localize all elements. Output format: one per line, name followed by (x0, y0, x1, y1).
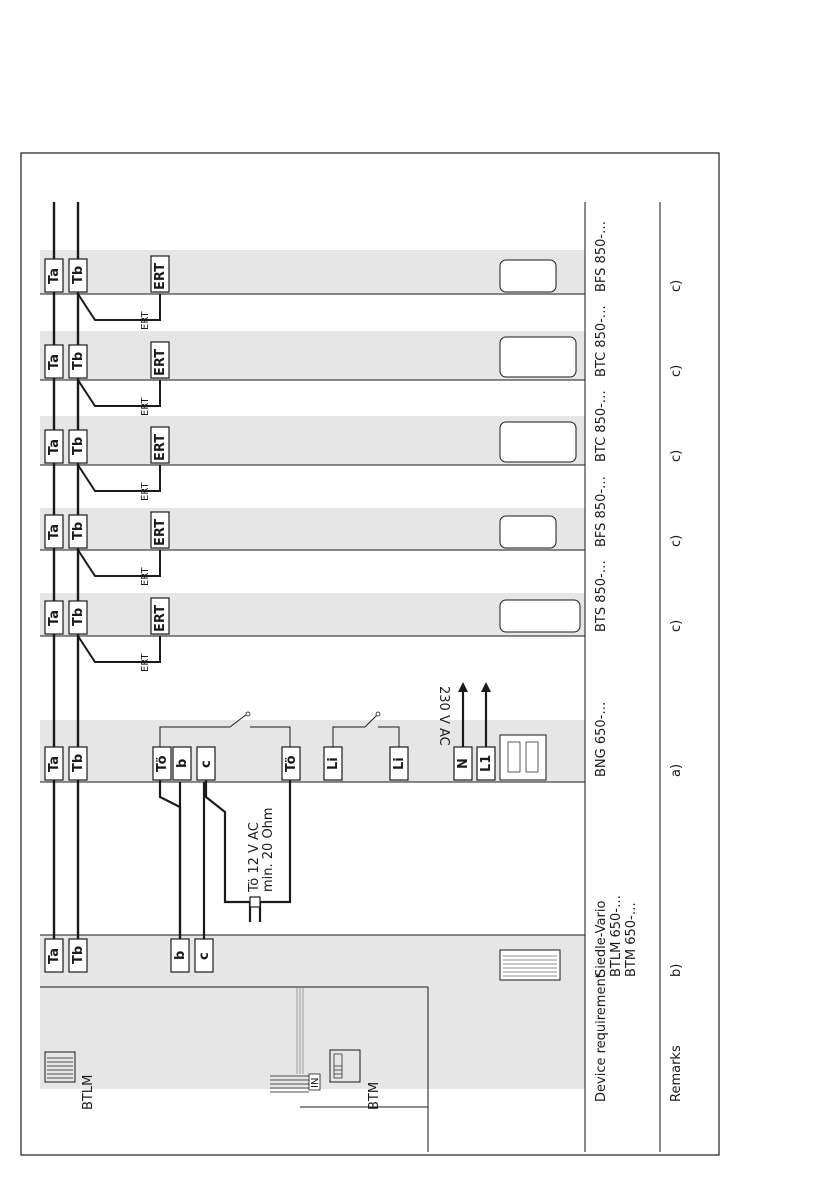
wire-to-link (160, 780, 180, 939)
col-7-remark: c) (669, 280, 684, 292)
remarks-header: Remarks (669, 1045, 684, 1102)
vario-terminal-b: b (171, 939, 189, 972)
svg-text:ERT: ERT (140, 481, 151, 501)
vario-terminal-c: c (195, 939, 213, 972)
svg-text:Ta: Ta (47, 439, 62, 455)
col-5-device-1: BTC 850-… (594, 390, 609, 462)
vario-terminal-ta: Ta (45, 939, 63, 972)
col-6-remark: c) (669, 365, 684, 377)
svg-text:N: N (456, 758, 471, 769)
svg-text:Ta: Ta (47, 524, 62, 540)
col-3-remark: c) (669, 620, 684, 632)
bng-terminal-to-1: Tö (153, 747, 171, 780)
svg-text:Tb: Tb (71, 946, 86, 964)
svg-text:Tb: Tb (71, 754, 86, 772)
svg-text:Tb: Tb (71, 266, 86, 284)
col-1-device-1: Siedle-Vario (594, 901, 609, 977)
mains-arrowhead-n (458, 682, 468, 692)
col-4-device-1: BFS 850-… (594, 476, 609, 547)
col-2-remark: a) (669, 764, 684, 777)
svg-text:Ta: Ta (47, 756, 62, 772)
svg-text:Tö: Tö (284, 755, 299, 772)
bng-device-icon (500, 735, 546, 780)
svg-text:ERT: ERT (153, 434, 168, 461)
door-opener-min-label: min. 20 Ohm (261, 807, 276, 892)
bng-terminal-c: c (197, 747, 215, 780)
bng-terminal-b: b (173, 747, 191, 780)
bng-terminal-li-2: Li (390, 747, 408, 780)
svg-text:ERT: ERT (153, 263, 168, 290)
wire-door-opener-2 (206, 780, 250, 922)
svg-text:ERT: ERT (140, 396, 151, 416)
svg-text:Tb: Tb (71, 437, 86, 455)
switch-to-contact (246, 712, 250, 716)
bng-terminal-n: N (454, 747, 472, 780)
svg-text:b: b (173, 951, 188, 960)
svg-text:c: c (199, 760, 214, 768)
svg-text:Li: Li (392, 757, 407, 770)
col-4-remark: c) (669, 535, 684, 547)
btm-label: BTM (367, 1082, 382, 1110)
bng-terminal-l1: L1 (477, 747, 495, 780)
door-opener-label: Tö 12 V AC (247, 822, 262, 893)
bng-terminal-ta: Ta (45, 747, 63, 780)
svg-text:Ta: Ta (47, 354, 62, 370)
mains-label: 230 V AC (436, 686, 451, 746)
col-6-device-1: BTC 850-… (594, 305, 609, 377)
vario-terminal-tb: Tb (69, 939, 87, 972)
svg-text:c: c (197, 952, 212, 960)
device-requirement-header: Device requirement (594, 973, 609, 1102)
col-2-device-1: BNG 650-… (594, 702, 609, 777)
col-1-remark: b) (669, 964, 684, 977)
svg-text:ERT: ERT (140, 652, 151, 672)
svg-text:ERT: ERT (140, 566, 151, 586)
column-texts: Siedle-Vario BTLM 650-… BTM 650-… b) BNG… (594, 221, 684, 977)
bng-terminal-li-1: Li (324, 747, 342, 780)
svg-text:b: b (175, 759, 190, 768)
col-5-remark: c) (669, 450, 684, 462)
svg-text:ERT: ERT (153, 519, 168, 546)
door-opener-symbol (250, 897, 260, 907)
col-1-device-3: BTM 650-… (624, 902, 639, 977)
vario-device-icon (500, 950, 560, 980)
col-3-device-1: BTS 850-… (594, 560, 609, 632)
svg-text:Ta: Ta (47, 268, 62, 284)
svg-text:Tb: Tb (71, 522, 86, 540)
in-label: IN (310, 1078, 321, 1088)
rotated-content: BTLM BTM IN Ta Tb (40, 202, 684, 1152)
svg-text:Ta: Ta (47, 610, 62, 626)
svg-text:ERT: ERT (140, 310, 151, 330)
svg-text:L1: L1 (479, 755, 494, 772)
svg-text:Tö: Tö (155, 755, 170, 772)
btlm-label: BTLM (81, 1075, 96, 1110)
svg-text:ERT: ERT (153, 349, 168, 376)
svg-text:Li: Li (326, 757, 341, 770)
col-7-device-1: BFS 850-… (594, 221, 609, 292)
col-1-device-2: BTLM 650-… (609, 895, 624, 977)
switch-li-contact (376, 712, 380, 716)
svg-text:ERT: ERT (153, 605, 168, 632)
svg-text:Tb: Tb (71, 608, 86, 626)
svg-text:Ta: Ta (47, 948, 62, 964)
svg-text:Tb: Tb (71, 352, 86, 370)
bng-terminal-tb: Tb (69, 747, 87, 780)
mains-arrowhead-l1 (481, 682, 491, 692)
bng-terminal-to-2: Tö (282, 747, 300, 780)
